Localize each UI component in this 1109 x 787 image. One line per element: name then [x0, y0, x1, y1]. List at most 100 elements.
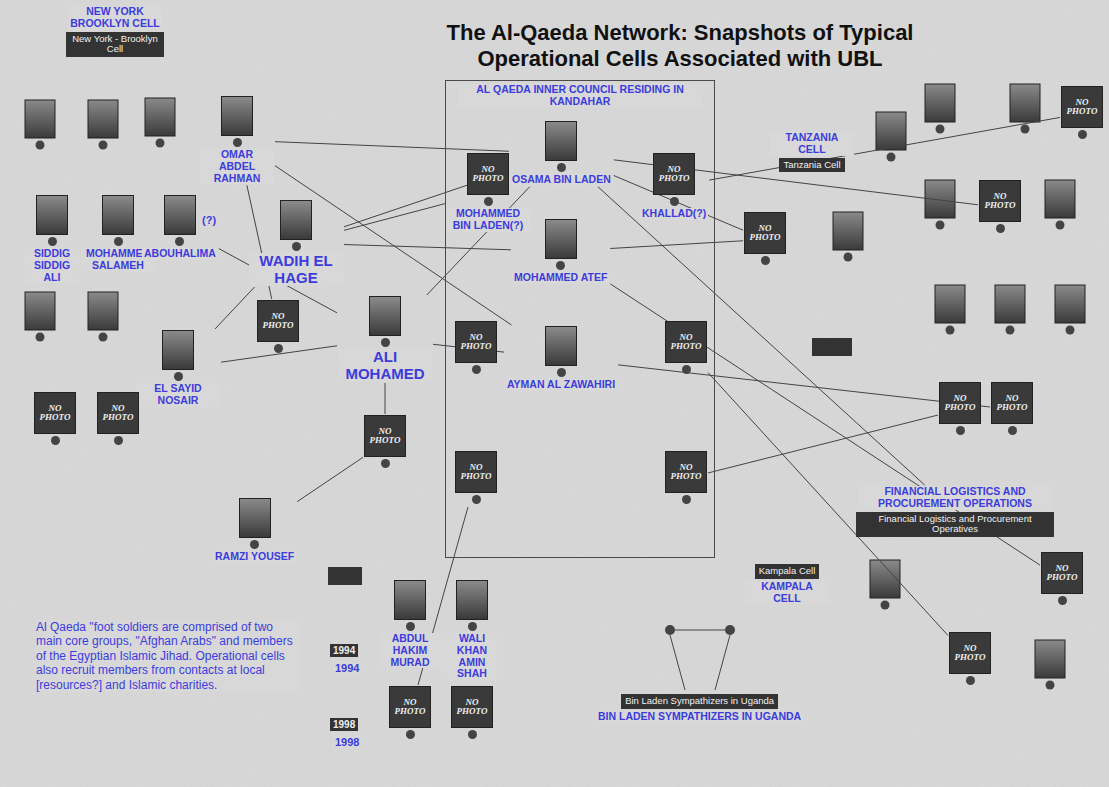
footnote: Al Qaeda "foot soldiers are comprised of…	[36, 620, 301, 692]
no-photo-square: NO PHOTO	[744, 212, 786, 254]
no-photo-square: NO PHOTO	[34, 392, 76, 434]
node-dot	[114, 237, 123, 246]
no-photo-square: NO PHOTO	[991, 382, 1033, 424]
person-name: WALI KHAN AMIN SHAH	[441, 633, 503, 680]
no-photo-square: NO PHOTO	[939, 382, 981, 424]
year-tag: 1998	[330, 718, 358, 731]
link-line	[344, 204, 445, 231]
no-photo-text: NO PHOTO	[747, 224, 783, 243]
no-photo-square: NO PHOTO	[455, 451, 497, 493]
node-dot	[761, 256, 770, 265]
person-name: ABDUL HAKIM MURAD	[379, 633, 441, 668]
cell-label: TANZANIA CELLTanzania Cell	[770, 132, 854, 174]
person-node: RAMZI YOUSEF	[213, 498, 296, 563]
council-title: AL QAEDA INNER COUNCIL RESIDING IN KANDA…	[458, 84, 702, 108]
council-box: AL QAEDA INNER COUNCIL RESIDING IN KANDA…	[445, 80, 715, 558]
node-dot	[274, 344, 283, 353]
person-photo	[545, 326, 577, 366]
person-name: SIDDIG SIDDIG ALI	[25, 248, 79, 283]
cell-name: TANZANIA CELL	[770, 132, 854, 156]
person-photo	[456, 580, 488, 620]
no-photo-text: NO PHOTO	[668, 463, 704, 482]
year-tag: 1994	[330, 644, 358, 657]
person-node: OSAMA BIN LADEN	[510, 121, 613, 186]
no-photo-text: NO PHOTO	[260, 312, 296, 331]
person-name: WADIH EL HAGE	[249, 253, 343, 286]
no-photo-square: NO PHOTO	[979, 180, 1021, 222]
no-photo-node: NO PHOTO	[34, 392, 76, 447]
node-dot	[682, 495, 691, 504]
no-photo-node: NO PHOTO	[1041, 552, 1083, 607]
link-line	[297, 457, 363, 501]
node-dot	[557, 163, 566, 172]
no-photo-text: NO PHOTO	[458, 463, 494, 482]
person-node: SIDDIG SIDDIG ALI	[25, 195, 79, 283]
no-photo-square: NO PHOTO	[1041, 552, 1083, 594]
person-name: AYMAN AL ZAWAHIRI	[505, 379, 617, 391]
node-dot	[381, 459, 390, 468]
link-line	[610, 241, 743, 249]
no-photo-square: NO PHOTO	[653, 153, 695, 195]
node-dot	[175, 237, 184, 246]
node-dot	[292, 242, 301, 251]
cell-tag: Kampala Cell	[755, 564, 820, 579]
year-label: 1998	[333, 736, 361, 748]
no-photo-text: NO PHOTO	[1064, 98, 1100, 117]
cell-name: NEW YORK BROOKLYN CELL	[68, 6, 162, 30]
link-line	[709, 117, 1060, 180]
no-photo-node: NO PHOTO	[1061, 86, 1103, 141]
no-photo-square: NO PHOTO	[949, 632, 991, 674]
no-photo-square: NO PHOTO	[1061, 86, 1103, 128]
node-dot	[381, 338, 390, 347]
chart-title: The Al-Qaeda Network: Snapshots of Typic…	[360, 20, 1000, 73]
node-dot	[557, 368, 566, 377]
no-photo-node: NO PHOTO	[744, 212, 786, 267]
no-photo-text: NO PHOTO	[367, 427, 403, 446]
no-photo-text: NO PHOTO	[100, 404, 136, 423]
cell-tag: New York - Brooklyn Cell	[66, 32, 164, 58]
cell-tag: Financial Logistics and Procurement Oper…	[856, 512, 1054, 538]
cell-label: Bin Laden Sympathizers in UgandaBIN LADE…	[596, 692, 803, 723]
node-dot	[114, 436, 123, 445]
no-photo-text: NO PHOTO	[458, 333, 494, 352]
link-line	[708, 415, 938, 473]
person-photo	[221, 96, 253, 136]
link-line	[275, 142, 509, 152]
node-dot	[468, 622, 477, 631]
link-line	[215, 287, 255, 329]
person-photo	[102, 195, 134, 235]
no-photo-node: NO PHOTO	[949, 632, 991, 687]
person-name: EL SAYID NOSAIR	[136, 383, 220, 407]
no-photo-node: NO PHOTOMOHAMMED BIN LADEN(?)	[446, 153, 530, 232]
no-photo-text: NO PHOTO	[454, 698, 490, 717]
link-line	[385, 383, 386, 414]
no-photo-text: NO PHOTO	[952, 644, 988, 663]
node-dot	[51, 436, 60, 445]
year-label: 1994	[333, 662, 361, 674]
person-node: EL SAYID NOSAIR	[136, 330, 220, 407]
node-dot	[484, 197, 493, 206]
person-photo	[394, 580, 426, 620]
person-name: MOHAMMED BIN LADEN(?)	[446, 208, 530, 232]
no-photo-node: NO PHOTO	[939, 382, 981, 437]
person-name: RAMZI YOUSEF	[213, 551, 296, 563]
no-photo-node: NO PHOTO	[991, 382, 1033, 437]
person-node: ABOUHALIMA	[142, 195, 218, 260]
person-name: ABOUHALIMA	[142, 248, 218, 260]
no-photo-text: NO PHOTO	[668, 333, 704, 352]
person-photo	[369, 296, 401, 336]
person-photo	[545, 219, 577, 259]
person-photo	[280, 200, 312, 240]
person-name: OMAR ABDEL RAHMAN	[200, 149, 274, 184]
no-photo-square: NO PHOTO	[665, 321, 707, 363]
cell-label: FINANCIAL LOGISTICS AND PROCUREMENT OPER…	[856, 486, 1054, 539]
no-photo-text: NO PHOTO	[37, 404, 73, 423]
person-node: AYMAN AL ZAWAHIRI	[505, 326, 617, 391]
no-photo-node: NO PHOTO	[257, 300, 299, 355]
node-dot	[472, 495, 481, 504]
no-photo-square: NO PHOTO	[97, 392, 139, 434]
no-photo-node: NO PHOTO	[455, 321, 497, 376]
no-photo-square: NO PHOTO	[257, 300, 299, 342]
node-dot	[1058, 596, 1067, 605]
no-photo-square: NO PHOTO	[364, 415, 406, 457]
